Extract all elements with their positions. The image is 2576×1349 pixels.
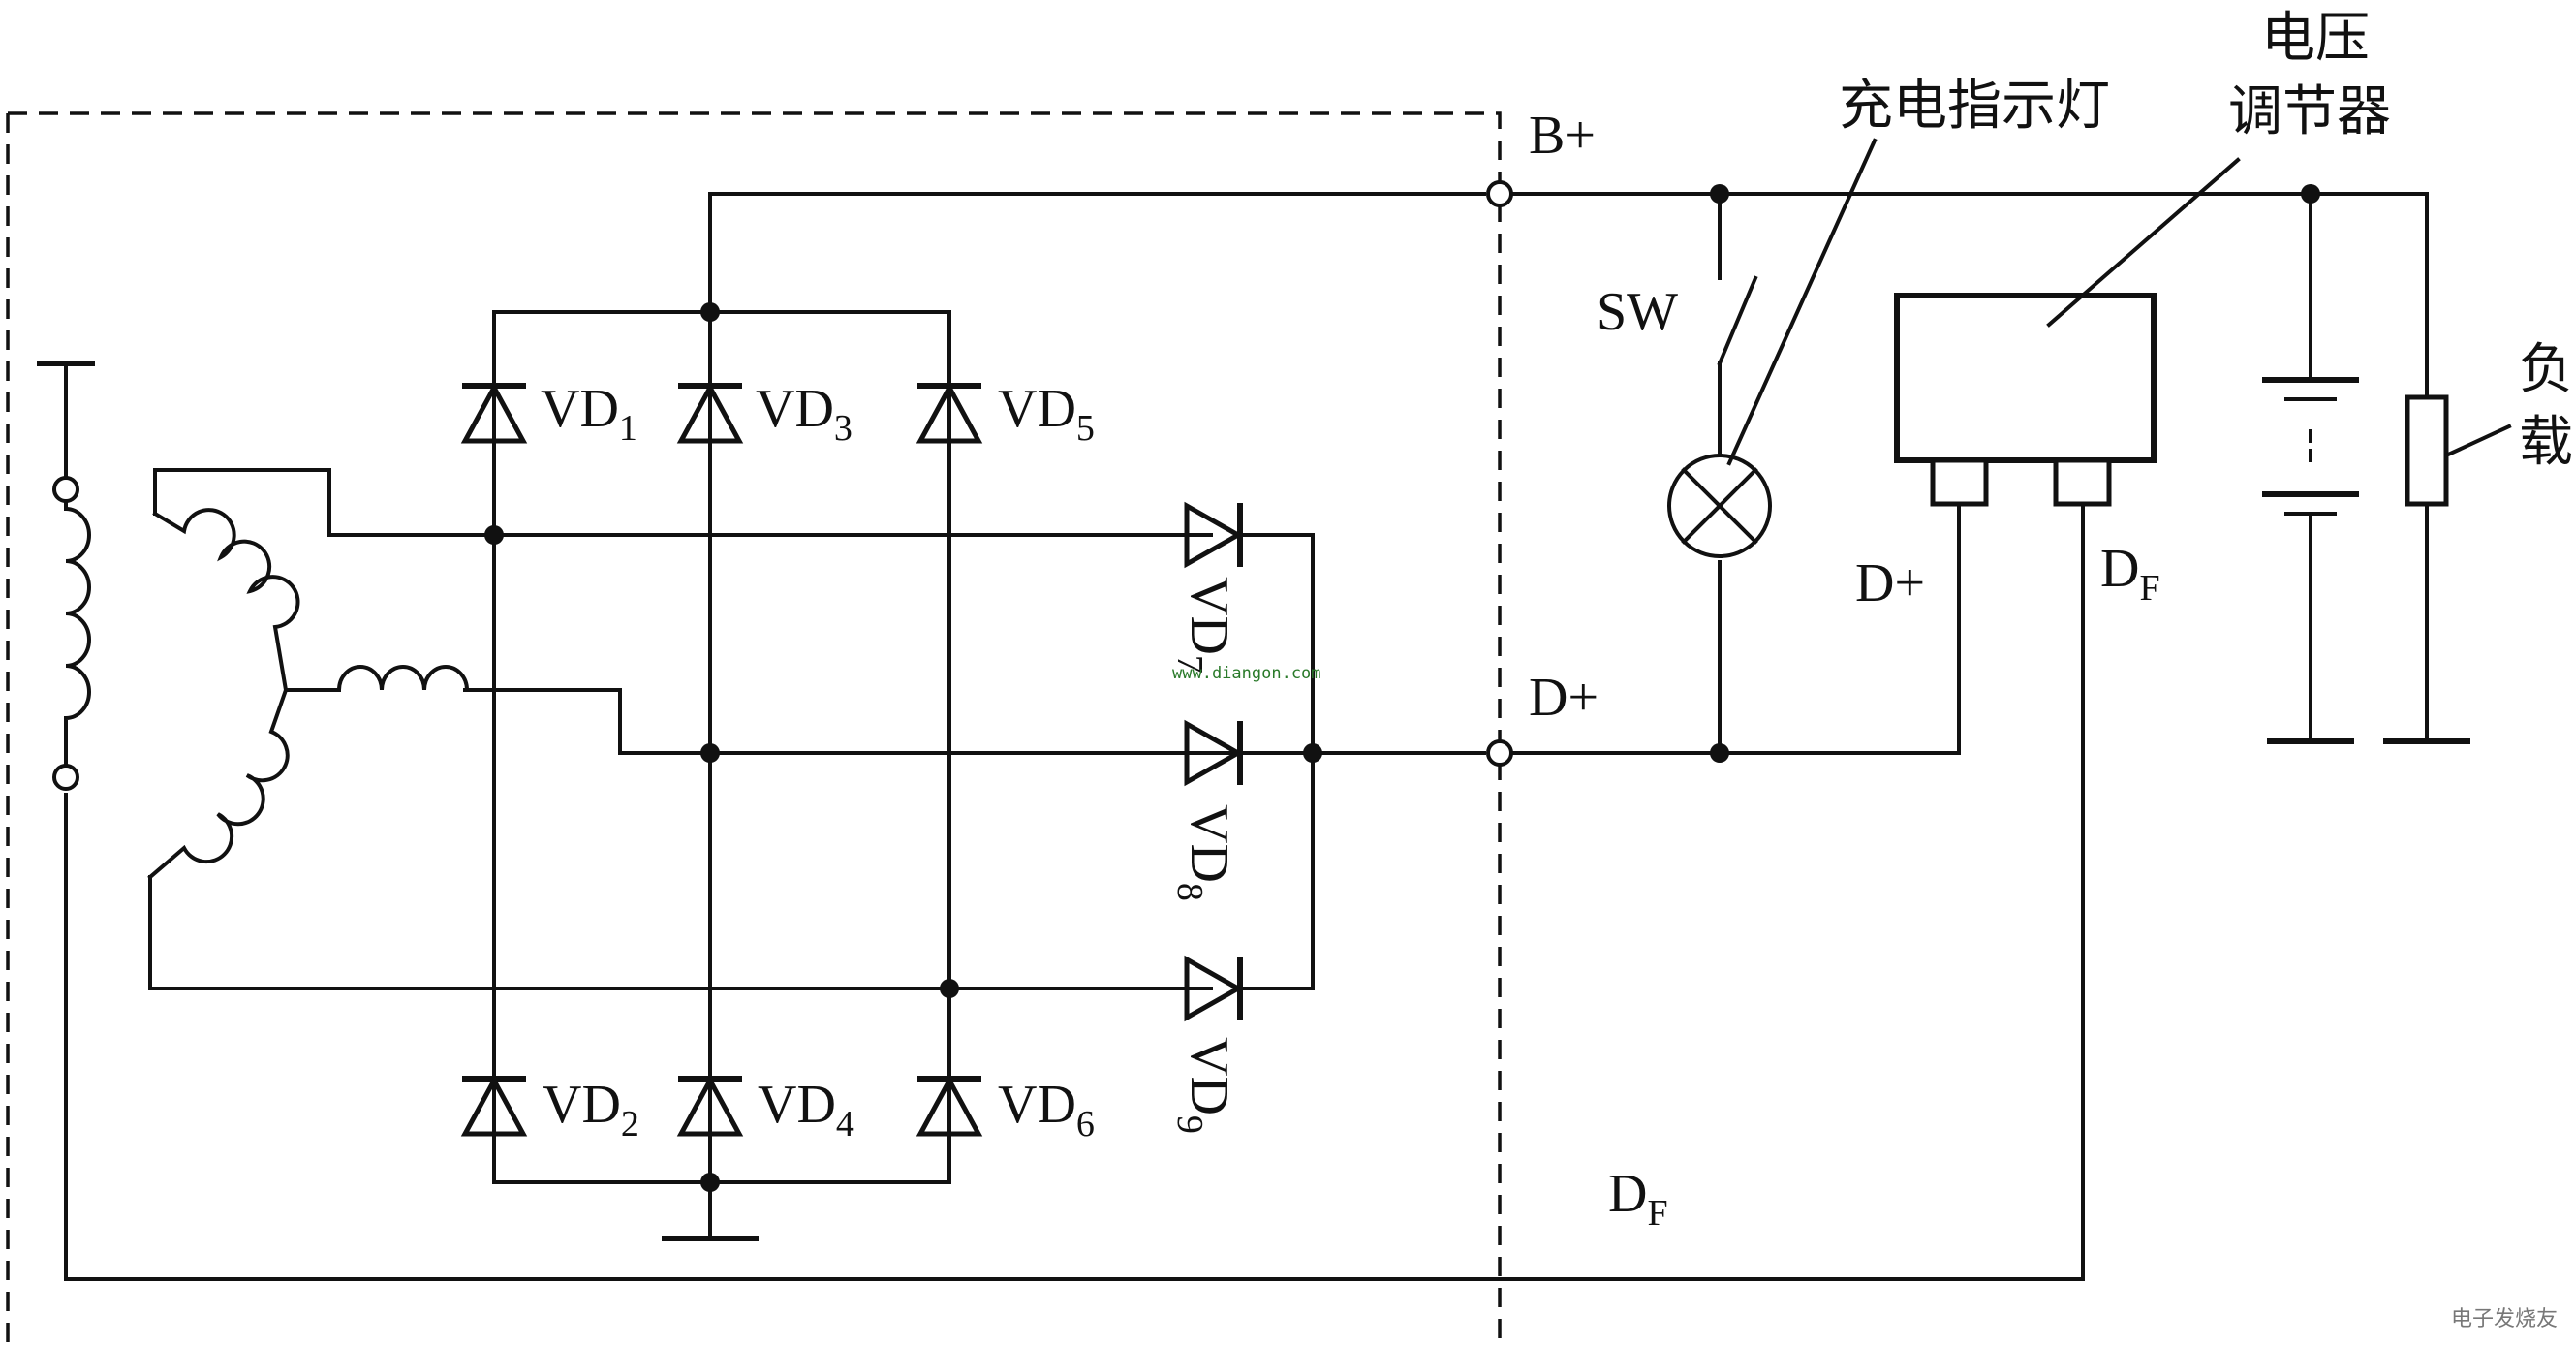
label-df-bottom: DF [1608,1164,1668,1234]
label-vd9: VD9 [1169,1037,1239,1134]
diode-vd9 [1184,955,1244,1022]
label-load-line1: 负 [2519,338,2573,401]
label-vd1: VD1 [541,379,637,449]
label-sw: SW [1597,282,1678,342]
diode-vd4 [676,1075,744,1137]
label-load-line2: 载 [2519,411,2573,474]
watermark-corner: 电子发烧友 [2451,1307,2558,1332]
diode-vd7 [1184,501,1244,569]
label-d-plus-terminal: D+ [1529,668,1598,728]
leader-lines [1726,138,2512,466]
terminal-b-plus [1486,180,1513,207]
label-charging-lamp: 充电指示灯 [1839,75,2110,138]
label-vd7: VD7 [1169,577,1239,674]
diode-vd3 [676,382,744,444]
load-resistor [2405,394,2449,507]
diode-vd8 [1184,719,1244,787]
diode-vd5 [916,382,983,444]
label-vd5: VD5 [998,379,1095,449]
battery [2262,377,2359,516]
switch-sw[interactable] [1717,275,1758,366]
label-vd2: VD2 [543,1075,639,1145]
field-winding [52,476,91,791]
external-wiring [1509,192,2470,755]
label-df-regulator: DF [2100,539,2160,609]
label-regulator-line2: 调节器 [2228,80,2391,143]
label-vd4: VD4 [758,1075,854,1145]
charging-lamp [1667,454,1772,558]
label-vd8: VD8 [1169,804,1239,901]
label-b-plus: B+ [1529,106,1596,166]
label-vd3: VD3 [756,379,853,449]
label-vd6: VD6 [998,1075,1095,1145]
voltage-regulator [1894,293,2157,554]
label-d-plus-regulator: D+ [1855,553,1925,613]
diode-vd1 [460,382,528,444]
alternator-enclosure [6,111,1502,1349]
watermark-url: www.diangon.com [1172,664,1321,683]
stator-windings [147,508,470,880]
label-regulator-line1: 电压 [2261,7,2370,70]
terminal-d-plus [1486,739,1513,767]
diode-vd6 [916,1075,983,1137]
diode-vd2 [460,1075,528,1137]
